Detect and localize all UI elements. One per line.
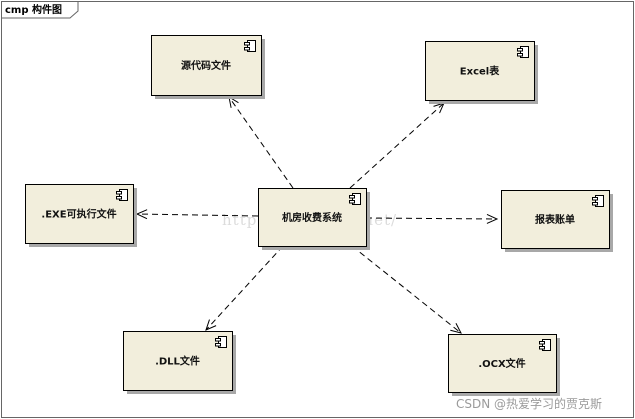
component-exe[interactable]: .EXE可执行文件 — [25, 184, 138, 248]
component-src[interactable]: 源代码文件 — [151, 35, 266, 100]
dependency-line — [349, 102, 445, 189]
component-icon — [592, 195, 604, 207]
dependency-line — [351, 245, 462, 334]
component-icon — [244, 40, 256, 52]
frame-tab — [1, 1, 79, 19]
dependency-arrow-excel — [349, 102, 445, 189]
dependency-arrow-dll — [205, 245, 284, 331]
component-label: Excel表 — [460, 65, 500, 78]
component-icon — [539, 339, 551, 351]
component-box — [448, 334, 557, 393]
arrowhead — [450, 322, 462, 334]
component-bill[interactable]: 报表账单 — [501, 190, 614, 253]
dependency-arrows — [135, 95, 499, 334]
component-box — [151, 35, 262, 96]
component-icon — [116, 189, 128, 201]
component-icon — [215, 336, 227, 348]
component-label: 源代码文件 — [181, 59, 231, 72]
component-label: 机房收费系统 — [282, 211, 342, 224]
arrowhead — [205, 319, 217, 331]
component-icon — [349, 193, 361, 205]
component-label: .OCX文件 — [478, 357, 525, 370]
dependency-arrow-ocx — [351, 245, 462, 334]
component-label: .EXE可执行文件 — [41, 208, 116, 221]
component-ocx[interactable]: .OCX文件 — [448, 334, 561, 397]
dependency-line — [365, 217, 498, 220]
dependency-arrow-bill — [365, 213, 499, 224]
component-box — [501, 190, 610, 249]
dependency-arrow-src — [228, 95, 294, 189]
component-label: .DLL文件 — [155, 355, 200, 368]
component-dll[interactable]: .DLL文件 — [123, 331, 237, 395]
dependency-line — [228, 96, 294, 189]
component-box — [258, 188, 367, 247]
component-label: 报表账单 — [535, 213, 575, 226]
component-excel[interactable]: Excel表 — [425, 41, 539, 105]
arrowhead — [486, 213, 499, 224]
credit-text: CSDN @热爱学习的贾克斯 — [456, 396, 602, 411]
frame-label: cmp 构件图 — [5, 3, 62, 16]
component-nodes: 源代码文件 Excel表 .EXE可执行文件 报表账单 .DLL文件 .OCX文件 机房收费… — [25, 35, 614, 397]
component-center[interactable]: 机房收费系统 — [258, 188, 371, 251]
component-box — [425, 41, 535, 101]
component-box — [123, 331, 233, 391]
component-box — [25, 184, 134, 244]
dependency-line — [136, 213, 259, 217]
component-icon — [517, 46, 529, 58]
dependency-line — [205, 245, 284, 331]
